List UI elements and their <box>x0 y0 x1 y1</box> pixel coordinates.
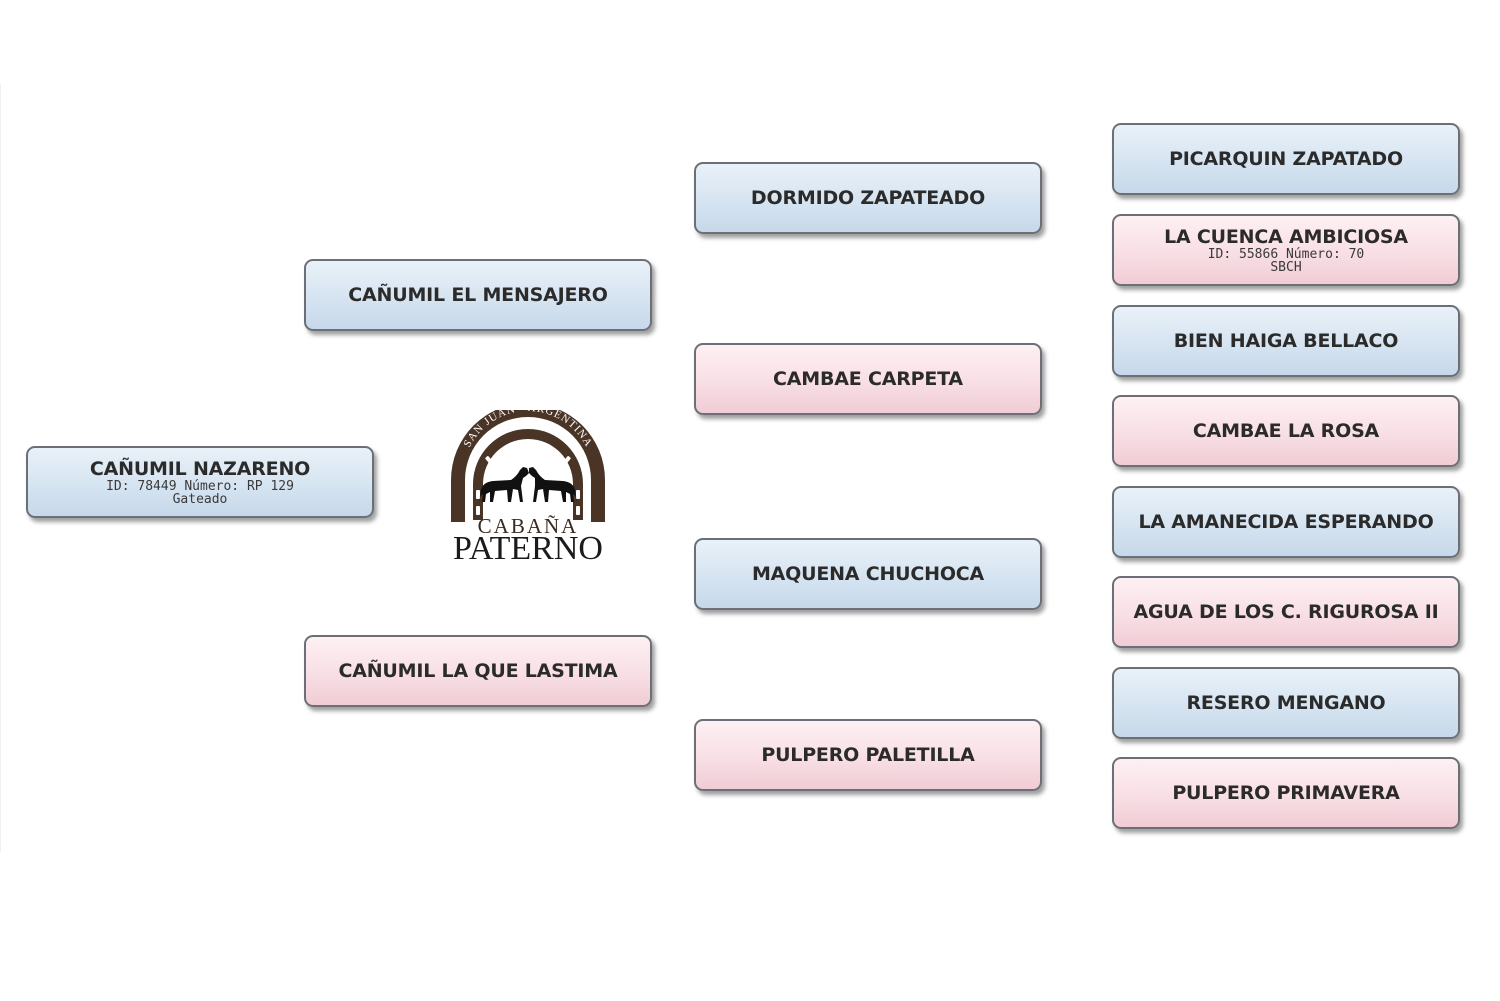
pedigree-ggp-3[interactable]: BIEN HAIGA BELLACO <box>1112 305 1460 377</box>
ggp-2-name: LA CUENCA AMBICIOSA <box>1164 226 1408 248</box>
dam-name: CAÑUMIL LA QUE LASTIMA <box>338 660 618 682</box>
pedigree-ggp-6[interactable]: AGUA DE LOS C. RIGUROSA II <box>1112 576 1460 648</box>
pedigree-sire[interactable]: CAÑUMIL EL MENSAJERO <box>304 259 652 331</box>
pedigree-dam-dam[interactable]: PULPERO PALETILLA <box>694 719 1042 791</box>
logo-paterno-text: PATERNO <box>453 530 603 567</box>
ggp-8-name: PULPERO PRIMAVERA <box>1172 782 1400 804</box>
pedigree-dam[interactable]: CAÑUMIL LA QUE LASTIMA <box>304 635 652 707</box>
subject-coat: Gateado <box>172 492 228 507</box>
pedigree-ggp-7[interactable]: RESERO MENGANO <box>1112 667 1460 739</box>
ggp-4-name: CAMBAE LA ROSA <box>1192 420 1380 442</box>
pedigree-sire-dam[interactable]: CAMBAE CARPETA <box>694 343 1042 415</box>
pedigree-ggp-4[interactable]: CAMBAE LA ROSA <box>1112 395 1460 467</box>
pedigree-subject[interactable]: CAÑUMIL NAZARENO ID: 78449 Número: RP 12… <box>26 446 374 518</box>
ggp-5-name: LA AMANECIDA ESPERANDO <box>1138 511 1434 533</box>
pedigree-dam-sire[interactable]: MAQUENA CHUCHOCA <box>694 538 1042 610</box>
pedigree-ggp-8[interactable]: PULPERO PRIMAVERA <box>1112 757 1460 829</box>
sire-name: CAÑUMIL EL MENSAJERO <box>348 284 608 306</box>
ggp-3-name: BIEN HAIGA BELLACO <box>1173 330 1399 352</box>
dam-dam-name: PULPERO PALETILLA <box>761 744 975 766</box>
dam-sire-name: MAQUENA CHUCHOCA <box>751 563 985 585</box>
horseshoe-logo-icon: SAN JUAN - ARGENTINA <box>451 402 605 522</box>
ggp-1-name: PICARQUIN ZAPATADO <box>1169 148 1403 170</box>
logo-cabana-text: CABAÑA <box>477 514 579 538</box>
subject-name: CAÑUMIL NAZARENO <box>89 458 311 480</box>
ggp-2-coat: SBCH <box>1270 260 1302 275</box>
pedigree-sire-sire[interactable]: DORMIDO ZAPATEADO <box>694 162 1042 234</box>
ggp-2-id: ID: 55866 Número: 70 <box>1207 247 1365 262</box>
ggp-7-name: RESERO MENGANO <box>1186 692 1386 714</box>
cabana-paterno-logo: SAN JUAN - ARGENTINA CABAÑA PATERNO <box>443 402 613 567</box>
pedigree-ggp-2[interactable]: LA CUENCA AMBICIOSA ID: 55866 Número: 70… <box>1112 214 1460 286</box>
pedigree-ggp-5[interactable]: LA AMANECIDA ESPERANDO <box>1112 486 1460 558</box>
pedigree-ggp-1[interactable]: PICARQUIN ZAPATADO <box>1112 123 1460 195</box>
sire-dam-name: CAMBAE CARPETA <box>773 368 963 390</box>
subject-id: ID: 78449 Número: RP 129 <box>106 479 294 494</box>
sire-sire-name: DORMIDO ZAPATEADO <box>750 187 986 209</box>
ggp-6-name: AGUA DE LOS C. RIGUROSA II <box>1133 601 1439 623</box>
